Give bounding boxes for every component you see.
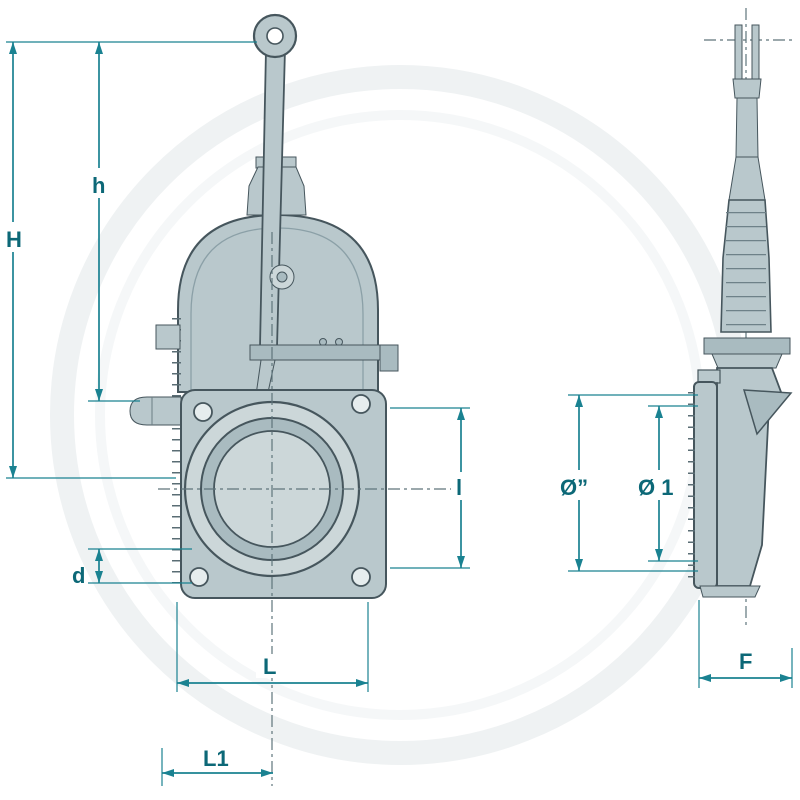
front-view [129,13,470,786]
fork-prong [734,24,743,80]
bottom-foot [699,585,761,598]
dimension-label-L: L [263,654,276,679]
dimension-d: d [72,548,192,588]
bracket-bolt [335,338,343,346]
stem-taper [728,156,766,201]
side-view [688,8,794,628]
collar-bracket [703,337,791,355]
dimension-dia-1: Ø 1 [634,405,698,562]
fork-prong [751,24,760,80]
bracket-foot [379,344,399,372]
dimension-dia-inch: Ø” [556,394,698,572]
side-nub [155,324,181,350]
side-flange-plate [693,381,718,589]
bolt-hole [193,402,213,422]
dimension-label-dia-inch: Ø” [560,475,588,500]
dimension-h: h [87,42,140,402]
pull-ring-hole [266,27,284,45]
bolt-hole [189,567,209,587]
dimension-L1: L1 [161,746,273,786]
dimension-label-dia-1: Ø 1 [638,475,673,500]
dimension-F: F [698,600,793,688]
dimension-label-h: h [92,173,105,198]
stem [735,97,759,158]
dimension-label-l: l [456,475,462,500]
fork-base [732,78,762,99]
dimension-label-H: H [6,227,22,252]
bolt-hole [351,567,371,587]
dimension-H: H [2,41,257,479]
dimension-label-F: F [739,649,752,674]
gusset-fin [742,389,793,436]
bolt-hole [351,394,371,414]
bracket-bolt [319,338,327,346]
dimension-l: l [390,407,470,569]
collar-skirt [711,353,783,369]
dimension-L: L [176,602,369,692]
dimension-label-d: d [72,563,85,588]
upper-body [720,199,772,333]
bonnet-boss-center [276,271,288,283]
dimension-label-L1: L1 [203,746,229,771]
left-spout [129,396,182,426]
